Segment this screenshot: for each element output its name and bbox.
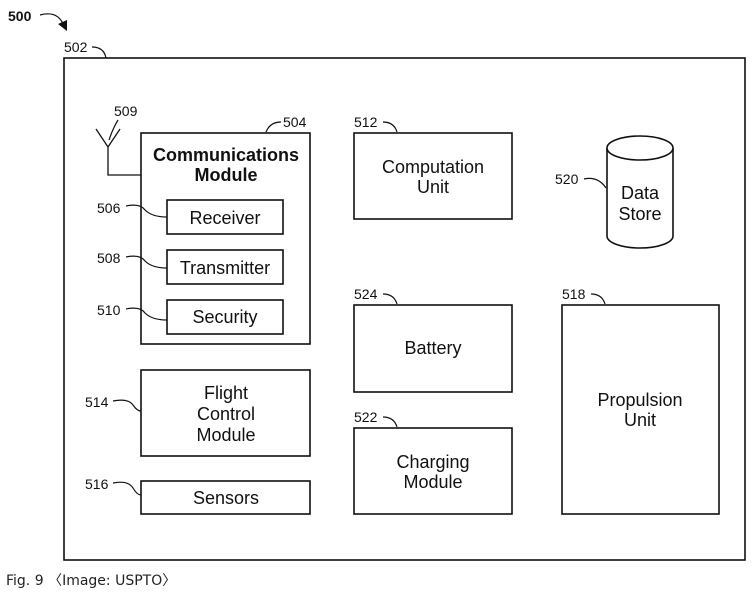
flight-control-label-3: Module <box>196 425 255 445</box>
antenna-ref: 509 <box>114 103 138 119</box>
outer-ref: 502 <box>64 39 88 55</box>
charging-module-label-2: Module <box>403 472 462 492</box>
charging-ref: 522 <box>354 409 378 425</box>
receiver-box <box>166 199 284 235</box>
outer-ref-leader <box>91 46 107 59</box>
security-ref-leader <box>125 307 168 321</box>
battery-label: Battery <box>404 338 461 358</box>
computation-ref-leader <box>382 121 398 133</box>
charging-module-box <box>353 427 513 515</box>
computation-unit-label-2: Unit <box>417 177 449 197</box>
data-store-cylinder <box>606 148 674 249</box>
flight-control-label-1: Flight <box>204 383 248 403</box>
propulsion-unit-box <box>561 304 720 515</box>
security-label: Security <box>192 307 257 327</box>
comm-ref: 504 <box>283 114 307 130</box>
transmitter-ref-leader <box>125 255 168 269</box>
antenna-ref-leader <box>108 119 119 141</box>
security-box <box>166 299 284 335</box>
antenna-icon <box>95 128 141 176</box>
data-store-cylinder-top <box>606 135 674 161</box>
datastore-ref-leader <box>583 177 607 189</box>
battery-box <box>353 304 513 393</box>
receiver-label: Receiver <box>189 208 260 228</box>
data-store-label-2: Store <box>618 204 661 224</box>
battery-ref: 524 <box>354 286 378 302</box>
sensors-label: Sensors <box>193 488 259 508</box>
charging-ref-leader <box>382 416 398 428</box>
transmitter-label: Transmitter <box>180 258 270 278</box>
flight-control-label-2: Control <box>197 404 255 424</box>
battery-ref-leader <box>382 293 398 305</box>
propulsion-ref-leader <box>590 293 606 305</box>
propulsion-unit-label-2: Unit <box>624 410 656 430</box>
flight-ref-leader <box>112 399 142 412</box>
communications-module-label-1: Communications <box>153 145 299 165</box>
flight-control-module-box <box>140 369 311 457</box>
receiver-ref-leader <box>125 204 168 218</box>
data-store-label-1: Data <box>621 183 660 203</box>
transmitter-box <box>166 249 284 285</box>
sensors-box <box>140 480 311 515</box>
transmitter-ref: 508 <box>97 250 121 266</box>
charging-module-label-1: Charging <box>396 452 469 472</box>
sensors-ref-leader <box>112 481 142 496</box>
propulsion-unit-label-1: Propulsion <box>597 390 682 410</box>
security-ref: 510 <box>97 302 121 318</box>
flight-ref: 514 <box>85 394 109 410</box>
communications-module-label-2: Module <box>195 165 258 185</box>
receiver-ref: 506 <box>97 200 121 216</box>
computation-unit-box <box>353 132 513 220</box>
figure-caption: Fig. 9 〈Image: USPTO〉 <box>6 573 177 589</box>
figure-ref: 500 <box>8 8 32 24</box>
computation-unit-label-1: Computation <box>382 157 484 177</box>
propulsion-ref: 518 <box>562 286 586 302</box>
comm-ref-leader <box>265 121 282 133</box>
datastore-ref: 520 <box>555 171 579 187</box>
computation-ref: 512 <box>354 114 378 130</box>
sensors-ref: 516 <box>85 476 109 492</box>
figure-ref-arrowhead <box>58 20 67 31</box>
